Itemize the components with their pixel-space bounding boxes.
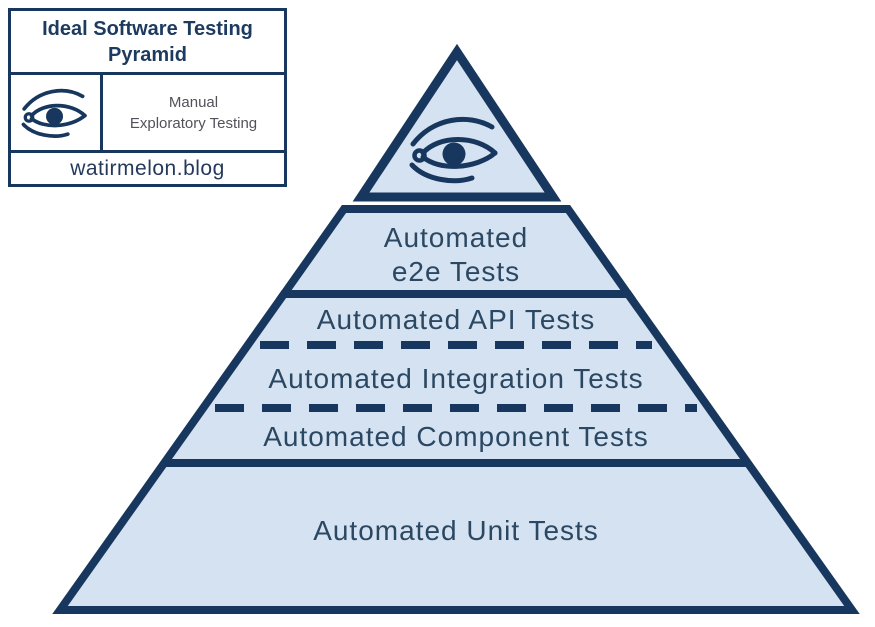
layer-component-label: Automated Component Tests [263, 421, 649, 452]
legend-site: watirmelon.blog [11, 150, 284, 184]
legend-title: Ideal Software Testing Pyramid [42, 17, 253, 66]
layer-e2e-label-line2: e2e Tests [392, 256, 520, 287]
layer-api-label: Automated API Tests [317, 304, 595, 335]
legend-eye-cell [11, 75, 103, 150]
layer-e2e-label-line1: Automated [384, 222, 528, 253]
legend-middle-row: Manual Exploratory Testing [11, 72, 284, 150]
legend-box: Ideal Software Testing Pyramid Manual Ex… [8, 8, 287, 187]
legend-manual-label: Manual Exploratory Testing [129, 93, 258, 132]
pyramid-top-triangle [352, 43, 562, 202]
layer-unit-label: Automated Unit Tests [313, 515, 599, 546]
layer-integration-label: Automated Integration Tests [268, 363, 643, 394]
pyramid-body-shape [52, 290, 860, 614]
